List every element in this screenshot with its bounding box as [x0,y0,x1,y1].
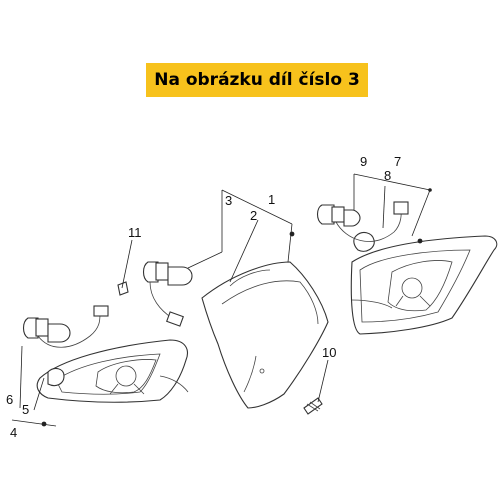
callout-1: 1 [268,192,275,207]
center-cover [201,261,329,409]
callout-4: 4 [10,425,17,440]
right-bulb-socket [316,201,409,252]
callout-5: 5 [22,402,29,417]
screw-10 [303,397,323,415]
callout-6: 6 [6,392,13,407]
title-banner: Na obrázku díl číslo 3 [146,63,368,97]
callout-8: 8 [384,168,391,183]
left-lamp-housing [36,339,189,403]
callout-3: 3 [225,193,232,208]
left-bulb-socket [22,305,109,387]
callout-10: 10 [322,345,336,360]
title-text: Na obrázku díl číslo 3 [154,70,360,90]
callout-11: 11 [128,225,142,240]
right-lamp-housing [350,235,498,335]
callout-9: 9 [360,154,367,169]
center-bulb-socket [142,261,193,327]
callout-7: 7 [394,154,401,169]
callout-2: 2 [250,208,257,223]
